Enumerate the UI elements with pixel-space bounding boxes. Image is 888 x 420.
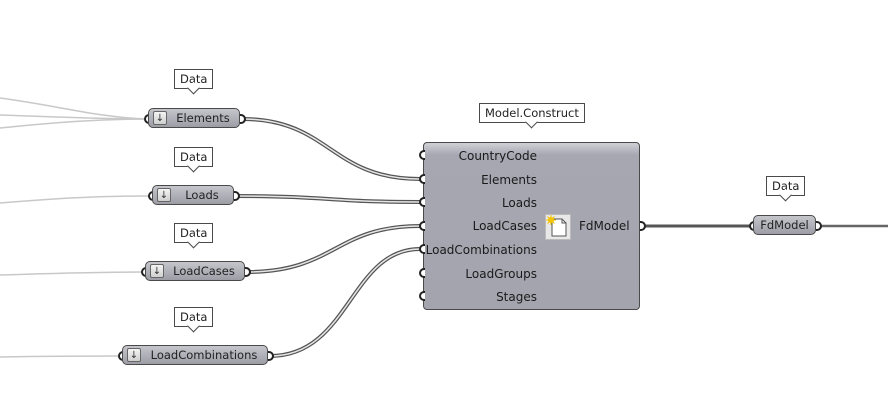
input-stages[interactable]: Stages bbox=[496, 290, 537, 304]
param-loadcombinations-output-grip[interactable] bbox=[268, 351, 274, 361]
param-fdmodel-label: FdModel bbox=[760, 218, 809, 232]
tooltip-loads: Data bbox=[174, 147, 214, 167]
input-loads[interactable]: Loads bbox=[501, 196, 537, 210]
param-loads-label: Loads bbox=[185, 188, 219, 202]
component-model-construct[interactable]: CountryCode Elements Loads LoadCases Loa… bbox=[423, 142, 640, 310]
param-elements-output-grip[interactable] bbox=[240, 114, 246, 124]
param-fdmodel-output-grip[interactable] bbox=[816, 221, 822, 231]
param-loadcombinations-input-grip[interactable] bbox=[118, 351, 124, 361]
tooltip-loadcases: Data bbox=[174, 223, 214, 243]
input-elements[interactable]: Elements bbox=[481, 173, 537, 187]
arrow-down-icon: ↓ bbox=[153, 111, 167, 125]
param-elements[interactable]: ↓ Elements bbox=[148, 108, 240, 128]
param-loadcases-input-grip[interactable] bbox=[141, 267, 147, 277]
input-grip-elements[interactable] bbox=[419, 174, 425, 184]
param-loads-output-grip[interactable] bbox=[234, 191, 240, 201]
param-elements-input-grip[interactable] bbox=[144, 114, 150, 124]
input-grip-loadcases[interactable] bbox=[419, 221, 425, 231]
wire-in-loadcases bbox=[0, 271, 146, 276]
param-elements-label: Elements bbox=[176, 111, 230, 125]
tooltip-component: Model.Construct bbox=[479, 103, 585, 123]
wire-loads bbox=[233, 195, 421, 203]
output-grip-fdmodel[interactable] bbox=[640, 221, 646, 231]
wire-in-loadcombinations bbox=[0, 355, 123, 358]
param-fdmodel[interactable]: FdModel bbox=[753, 215, 816, 235]
param-loadcombinations-label: LoadCombinations bbox=[150, 348, 258, 362]
wire-in-loads bbox=[0, 195, 153, 204]
tooltip-elements: Data bbox=[174, 69, 214, 89]
tooltip-fdmodel: Data bbox=[766, 176, 806, 196]
input-loadcases[interactable]: LoadCases bbox=[472, 219, 537, 233]
wire-loadcombinations bbox=[269, 248, 421, 357]
output-fdmodel[interactable]: FdModel bbox=[579, 219, 630, 233]
param-loadcases-output-grip[interactable] bbox=[245, 267, 251, 277]
param-loads[interactable]: ↓ Loads bbox=[152, 185, 234, 205]
arrow-down-icon: ↓ bbox=[157, 188, 171, 202]
input-grip-loads[interactable] bbox=[419, 197, 425, 207]
param-loadcases-label: LoadCases bbox=[173, 264, 235, 278]
input-loadcombinations[interactable]: LoadCombinations bbox=[425, 243, 537, 257]
input-grip-stages[interactable] bbox=[419, 291, 425, 301]
param-loadcombinations[interactable]: ↓ LoadCombinations bbox=[122, 345, 268, 365]
param-fdmodel-input-grip[interactable] bbox=[749, 221, 755, 231]
arrow-down-icon: ↓ bbox=[150, 264, 164, 278]
input-grip-countrycode[interactable] bbox=[419, 150, 425, 160]
wire-in-elements-2 bbox=[0, 114, 151, 120]
wire-loadcases bbox=[246, 225, 421, 273]
input-loadgroups[interactable]: LoadGroups bbox=[465, 267, 537, 281]
wire-in-elements-3 bbox=[0, 118, 151, 129]
arrow-down-icon: ↓ bbox=[127, 348, 141, 362]
input-grip-loadgroups[interactable] bbox=[419, 268, 425, 278]
input-grip-loadcombinations[interactable] bbox=[419, 244, 425, 254]
tooltip-loadcombinations: Data bbox=[174, 307, 214, 327]
input-countrycode[interactable]: CountryCode bbox=[458, 149, 537, 163]
param-loads-input-grip[interactable] bbox=[148, 191, 154, 201]
param-loadcases[interactable]: ↓ LoadCases bbox=[145, 261, 245, 281]
new-document-icon bbox=[545, 214, 571, 240]
wire-elements bbox=[241, 118, 421, 180]
